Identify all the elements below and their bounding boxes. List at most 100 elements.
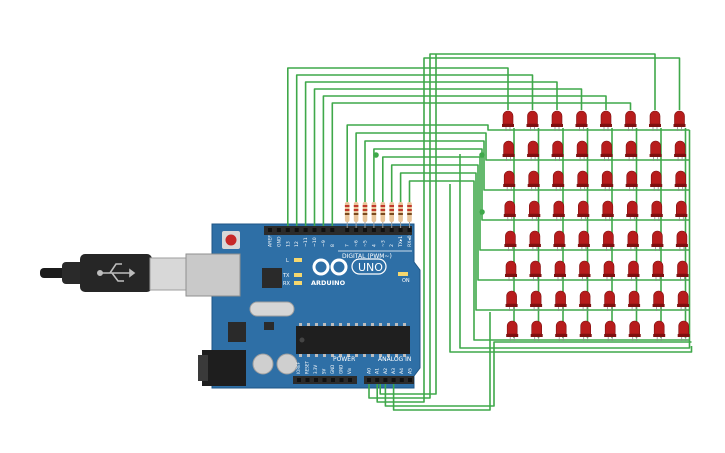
digital-pin-hole <box>294 228 299 232</box>
led-base <box>555 334 568 337</box>
wires <box>287 53 693 411</box>
wire <box>376 57 681 403</box>
digital-header-label: DIGITAL (PWM~) <box>342 253 392 260</box>
wire-junction <box>479 209 485 215</box>
digital-pin-label: 12 <box>294 241 300 247</box>
led-base <box>530 334 543 337</box>
rx-led <box>294 281 302 285</box>
led <box>505 260 517 275</box>
usb-icon <box>97 263 136 282</box>
wire-junction <box>479 152 485 158</box>
analog-pin-hole <box>367 378 371 382</box>
led <box>625 140 637 155</box>
led <box>552 170 564 185</box>
led <box>627 230 639 245</box>
capacitor-2 <box>276 353 298 375</box>
led-base <box>551 124 563 127</box>
led <box>600 110 612 125</box>
led-base <box>628 334 641 337</box>
power-pin-label: IOREF <box>296 361 301 374</box>
power-pin-hole <box>322 378 327 382</box>
analog-pin-label: A2 <box>383 368 389 374</box>
led <box>528 170 539 185</box>
led <box>601 170 613 185</box>
chip-pin <box>379 323 382 326</box>
led <box>677 260 688 275</box>
wire <box>373 148 690 221</box>
digital-pin-hole <box>407 228 412 232</box>
led-base <box>602 244 615 247</box>
led-base <box>530 304 543 307</box>
led <box>625 110 636 125</box>
digital-pin-hole <box>354 228 359 232</box>
led-base <box>552 184 565 187</box>
led <box>577 170 588 185</box>
digital-pin-hole <box>389 228 394 232</box>
led <box>506 290 517 305</box>
chip-pin <box>395 323 398 326</box>
chip-pin <box>347 323 350 326</box>
usb-cable-strain-relief <box>62 262 84 284</box>
l-led <box>294 258 302 262</box>
resistor-band <box>371 213 377 215</box>
analog-pin-holes <box>367 378 412 382</box>
analog-pin-label: A4 <box>399 368 405 374</box>
wire <box>390 164 690 281</box>
chip-pin <box>307 323 310 326</box>
led-base <box>505 274 517 277</box>
led <box>527 110 538 125</box>
led-matrix <box>502 110 690 341</box>
chip-pin <box>363 323 366 326</box>
led-base <box>626 244 639 247</box>
led <box>653 290 664 305</box>
digital-pin-hole <box>398 228 403 232</box>
wire <box>382 156 690 251</box>
power-pin-hole <box>305 378 310 382</box>
power-jack-rim <box>198 355 208 381</box>
led-base <box>624 124 637 127</box>
led-base <box>579 334 592 337</box>
resistor-band <box>407 213 412 215</box>
resistor-band <box>353 209 359 211</box>
digital-pin-hole <box>380 228 385 232</box>
led-base <box>552 214 565 217</box>
wire-junction <box>373 152 379 158</box>
analog-pin-label: A3 <box>391 368 397 374</box>
led <box>576 110 587 125</box>
usb-port <box>185 253 241 297</box>
led-base <box>528 214 541 217</box>
chip-pin <box>323 323 326 326</box>
digital-pin-label: ~3 <box>380 240 386 247</box>
led-base <box>527 154 540 157</box>
led-base <box>601 214 614 217</box>
led-base <box>604 334 617 337</box>
led-base <box>673 124 686 127</box>
led <box>604 320 616 335</box>
capacitor-1 <box>252 353 274 375</box>
led-base <box>551 154 564 157</box>
led <box>626 170 637 185</box>
led <box>551 110 563 125</box>
resistor-band <box>371 209 377 211</box>
led <box>677 290 689 305</box>
wire <box>287 67 509 226</box>
wire <box>459 130 691 349</box>
led <box>579 260 590 275</box>
analog-header-label: ANALOG IN <box>378 356 411 363</box>
crystal-oscillator <box>249 301 295 317</box>
chip-pin <box>387 323 390 326</box>
chip-pin <box>355 354 358 357</box>
led <box>652 260 664 275</box>
led <box>674 140 686 155</box>
led <box>604 290 615 305</box>
power-pin-label: GND <box>339 365 344 374</box>
digital-pin-holes <box>268 228 412 232</box>
atmega-chip <box>296 326 410 354</box>
chip-pin <box>363 354 366 357</box>
resistor-band <box>380 209 386 211</box>
led <box>530 260 541 275</box>
chip-pin <box>315 354 318 357</box>
wire <box>379 54 437 395</box>
